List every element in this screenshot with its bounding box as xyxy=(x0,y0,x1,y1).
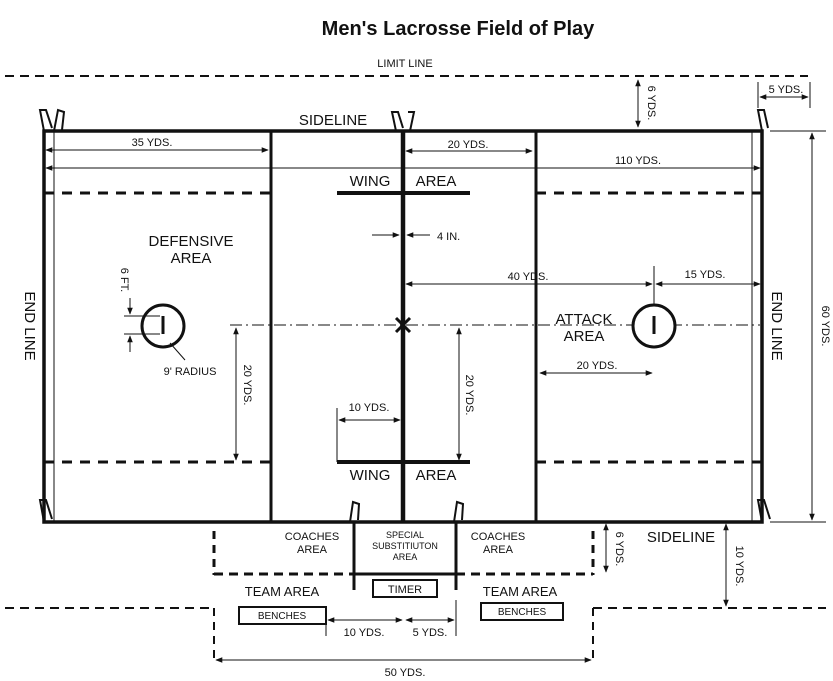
defensive-crease xyxy=(140,303,186,349)
dim-6-top-label: 6 YDS. xyxy=(645,86,657,121)
dim-35-halo: 35 YDS. xyxy=(132,137,173,149)
benches-left-box xyxy=(238,606,327,625)
coaches-left-label-1: COACHES xyxy=(285,531,339,543)
sideline-bottom-label: SIDELINE xyxy=(647,529,715,546)
attack-area-label-2: AREA xyxy=(564,328,605,345)
end-line-right-label: END LINE xyxy=(768,291,785,360)
benches-right-box xyxy=(480,602,564,621)
dim-4in-label: 4 IN. xyxy=(437,231,460,243)
dim-20-left-label: 20 YDS. xyxy=(241,365,253,406)
team-area-left-label: TEAM AREA xyxy=(245,584,320,599)
coaches-right-label-2: AREA xyxy=(483,544,514,556)
dim-50-label: 50 YDS. xyxy=(385,667,426,679)
wing-bottom-label-1: WING xyxy=(350,467,391,484)
dim-5-bottom-label: 5 YDS. xyxy=(413,627,448,639)
dim-60-label: 60 YDS. xyxy=(819,306,831,347)
dim-35-label: 35 YDS. xyxy=(132,137,173,149)
limit-line-label: LIMIT LINE xyxy=(377,58,432,70)
dim-60-halo: 60 YDS. xyxy=(819,306,831,347)
faceoff-x-mark xyxy=(394,316,412,334)
attack-area-label-1: ATTACK xyxy=(556,311,613,328)
special-sub-label-3: AREA xyxy=(393,552,418,562)
dim-20-center-halo: 20 YDS. xyxy=(463,375,475,416)
radius-label: 9' RADIUS xyxy=(164,366,217,378)
benches-right-label: BENCHES xyxy=(498,607,547,618)
dim-15-label: 15 YDS. xyxy=(685,269,726,281)
dim-10-bottom-label: 10 YDS. xyxy=(344,627,385,639)
dim-20-top-label: 20 YDS. xyxy=(448,139,489,151)
dim-10-right-label: 10 YDS. xyxy=(733,546,745,587)
dim-10-wing-label: 10 YDS. xyxy=(349,402,390,414)
dim-20-right-label: 20 YDS. xyxy=(577,360,618,372)
wing-top-label-2: AREA xyxy=(416,173,457,190)
special-sub-label-2: SUBSTITIUTON xyxy=(372,541,438,551)
dim-5-top-label: 5 YDS. xyxy=(769,84,804,96)
coaches-right-label-1: COACHES xyxy=(471,531,525,543)
special-sub-label-1: SPECIAL xyxy=(386,530,424,540)
team-area-right-label: TEAM AREA xyxy=(483,584,558,599)
timer-box xyxy=(372,579,438,598)
coaches-left-label-2: AREA xyxy=(297,544,328,556)
sideline-top-label: SIDELINE xyxy=(299,112,367,129)
dim-20-left-halo: 20 YDS. xyxy=(241,365,253,406)
dim-110-label: 110 YDS. xyxy=(615,155,661,167)
wing-top-label-1: WING xyxy=(350,173,391,190)
defensive-area-label-2: AREA xyxy=(171,250,212,267)
dim-6-bottom-label: 6 YDS. xyxy=(613,532,625,567)
dim-20-center-label: 20 YDS. xyxy=(463,375,475,416)
corner-flags xyxy=(38,108,771,523)
radius-leader xyxy=(169,342,186,361)
end-line-left-label: END LINE xyxy=(21,291,38,360)
attack-crease xyxy=(631,303,677,349)
diagram-title: Men's Lacrosse Field of Play xyxy=(322,18,596,40)
dim-6ft-label: 6 FT. xyxy=(118,268,130,292)
wing-bottom-label-2: AREA xyxy=(416,467,457,484)
benches-left-label: BENCHES xyxy=(258,611,307,622)
dim-40-label: 40 YDS. xyxy=(508,271,549,283)
timer-label: TIMER xyxy=(388,584,422,596)
defensive-area-label-1: DEFENSIVE xyxy=(148,233,233,250)
